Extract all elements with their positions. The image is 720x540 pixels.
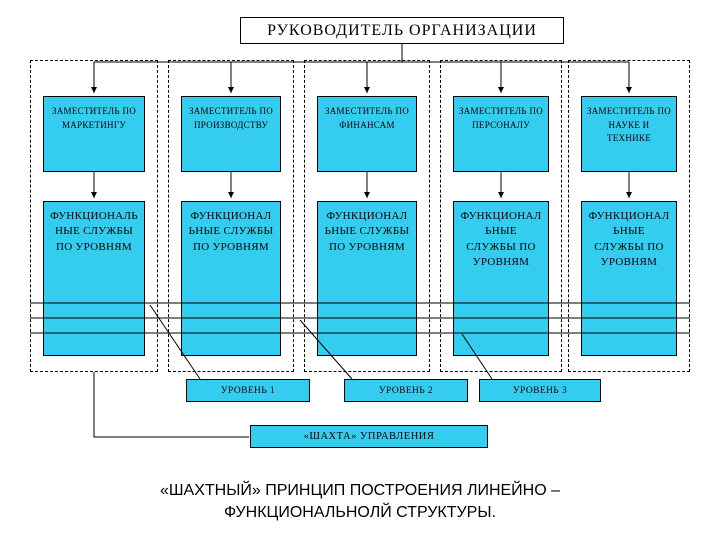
shaft-box: «ШАХТА» УПРАВЛЕНИЯ	[250, 425, 488, 448]
column-production: ЗАМЕСТИТЕЛЬ ПО ПРОИЗВОДСТВУ ФУНКЦИОНАЛЬН…	[168, 60, 294, 372]
functional-services-label: ФУНКЦИОНАЛЬНЫЕ СЛУЖБЫ ПО УРОВНЯМ	[460, 210, 542, 269]
column-science: ЗАМЕСТИТЕЛЬ ПО НАУКЕ И ТЕХНИКЕ ФУНКЦИОНА…	[568, 60, 690, 372]
functional-services-box: ФУНКЦИОНАЛЬНЫЕ СЛУЖБЫ ПО УРОВНЯМ	[581, 201, 677, 356]
deputy-box: ЗАМЕСТИТЕЛЬ ПО НАУКЕ И ТЕХНИКЕ	[581, 96, 677, 172]
caption-line-2: ФУНКЦИОНАЛЬНОЛЙ СТРУКТУРЫ.	[224, 503, 496, 521]
level-label: УРОВЕНЬ 2	[378, 385, 434, 396]
functional-services-label: ФУНКЦИОНАЛЬНЫЕ СЛУЖБЫ ПО УРОВНЯМ	[50, 210, 138, 253]
functional-services-box: ФУНКЦИОНАЛЬНЫЕ СЛУЖБЫ ПО УРОВНЯМ	[43, 201, 145, 356]
deputy-label: ЗАМЕСТИТЕЛЬ ПО МАРКЕТИНГУ	[51, 106, 137, 130]
level-label: УРОВЕНЬ 3	[512, 385, 568, 396]
deputy-label: ЗАМЕСТИТЕЛЬ ПО НАУКЕ И ТЕХНИКЕ	[586, 106, 672, 143]
caption-line-1: «ШАХТНЫЙ» ПРИНЦИП ПОСТРОЕНИЯ ЛИНЕЙНО –	[159, 482, 561, 499]
deputy-label: ЗАМЕСТИТЕЛЬ ПО ФИНАНСАМ	[324, 106, 410, 130]
deputy-label: ЗАМЕСТИТЕЛЬ ПО ПЕРСОНАЛУ	[458, 106, 544, 130]
functional-services-label: ФУНКЦИОНАЛЬНЫЕ СЛУЖБЫ ПО УРОВНЯМ	[188, 210, 274, 253]
deputy-box: ЗАМЕСТИТЕЛЬ ПО ФИНАНСАМ	[317, 96, 417, 172]
level-box-2: УРОВЕНЬ 2	[344, 379, 468, 402]
functional-services-box: ФУНКЦИОНАЛЬНЫЕ СЛУЖБЫ ПО УРОВНЯМ	[181, 201, 281, 356]
column-marketing: ЗАМЕСТИТЕЛЬ ПО МАРКЕТИНГУ ФУНКЦИОНАЛЬНЫЕ…	[30, 60, 158, 372]
functional-services-box: ФУНКЦИОНАЛЬНЫЕ СЛУЖБЫ ПО УРОВНЯМ	[453, 201, 549, 356]
functional-services-box: ФУНКЦИОНАЛЬНЫЕ СЛУЖБЫ ПО УРОВНЯМ	[317, 201, 417, 356]
deputy-box: ЗАМЕСТИТЕЛЬ ПО ПЕРСОНАЛУ	[453, 96, 549, 172]
diagram-caption: «ШАХТНЫЙ» ПРИНЦИП ПОСТРОЕНИЯ ЛИНЕЙНО – Ф…	[0, 480, 720, 523]
level-box-3: УРОВЕНЬ 3	[479, 379, 601, 402]
functional-services-label: ФУНКЦИОНАЛЬНЫЕ СЛУЖБЫ ПО УРОВНЯМ	[324, 210, 410, 253]
org-head-label: РУКОВОДИТЕЛЬ ОРГАНИЗАЦИИ	[267, 21, 537, 39]
deputy-box: ЗАМЕСТИТЕЛЬ ПО ПРОИЗВОДСТВУ	[181, 96, 281, 172]
functional-services-label: ФУНКЦИОНАЛЬНЫЕ СЛУЖБЫ ПО УРОВНЯМ	[588, 210, 670, 269]
deputy-box: ЗАМЕСТИТЕЛЬ ПО МАРКЕТИНГУ	[43, 96, 145, 172]
level-label: УРОВЕНЬ 1	[220, 385, 276, 396]
column-finance: ЗАМЕСТИТЕЛЬ ПО ФИНАНСАМ ФУНКЦИОНАЛЬНЫЕ С…	[304, 60, 430, 372]
level-box-1: УРОВЕНЬ 1	[186, 379, 310, 402]
org-head-box: РУКОВОДИТЕЛЬ ОРГАНИЗАЦИИ	[240, 17, 564, 44]
shaft-label: «ШАХТА» УПРАВЛЕНИЯ	[303, 431, 435, 442]
column-personnel: ЗАМЕСТИТЕЛЬ ПО ПЕРСОНАЛУ ФУНКЦИОНАЛЬНЫЕ …	[440, 60, 562, 372]
deputy-label: ЗАМЕСТИТЕЛЬ ПО ПРОИЗВОДСТВУ	[188, 106, 274, 130]
